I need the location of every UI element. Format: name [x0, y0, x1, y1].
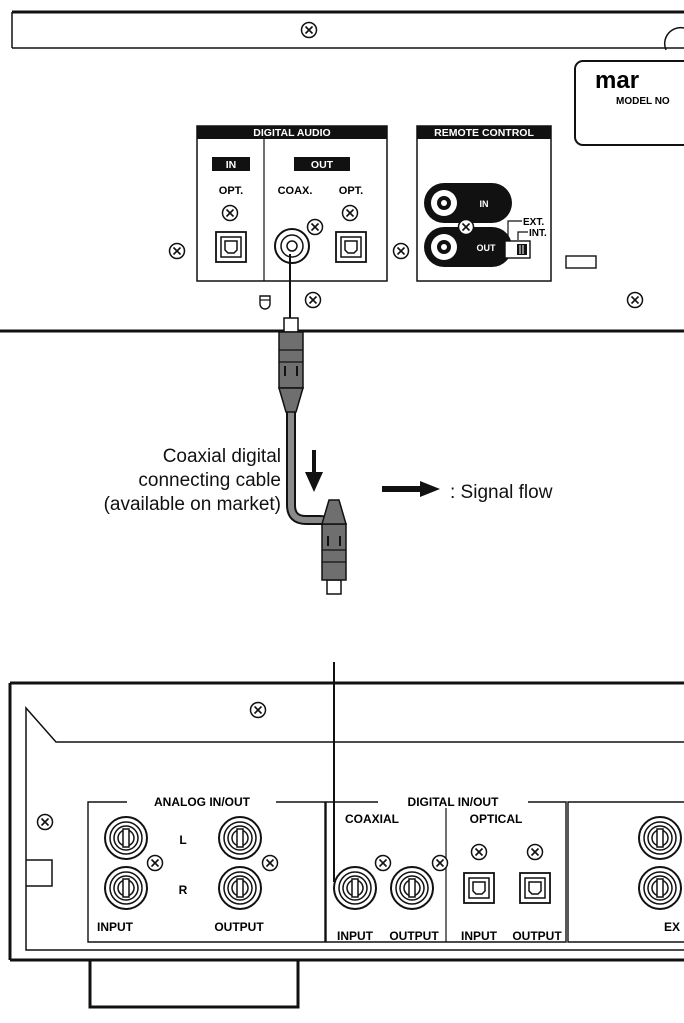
optical-input-port-icon [463, 872, 495, 904]
partial-ex-label: EX [664, 920, 680, 934]
remote-control-section: REMOTE CONTROL IN OUT EXT. INT. [416, 125, 552, 282]
optical-out-port-icon [335, 231, 367, 263]
optical-label: OPTICAL [470, 812, 523, 826]
out-opt-label: OPT. [339, 185, 363, 197]
screw-icon [431, 854, 449, 872]
brand-logo: mar [595, 67, 639, 94]
screw-icon [168, 242, 186, 260]
source-unit-panel: mar MODEL NO DIGITAL AUDIO IN OUT OPT. C… [0, 10, 684, 333]
screw-icon [146, 854, 164, 872]
cable-caption-line-2: connecting cable [138, 470, 281, 491]
cable-caption-line-3: (available on market) [104, 494, 281, 515]
ext-int-switch-icon [504, 240, 531, 259]
coax-input-jack-icon [333, 866, 377, 910]
analog-output-l-jack-icon [218, 816, 262, 860]
screw-icon [457, 218, 475, 236]
right-jack-icon [638, 866, 682, 910]
optical-output-port-icon [519, 872, 551, 904]
screw-icon [526, 843, 544, 861]
digital-out-label: OUT [311, 159, 334, 171]
screw-icon [626, 291, 644, 309]
analog-r-label: R [179, 883, 188, 897]
remote-in-label: IN [480, 199, 489, 209]
bottom-rca-plug-icon [321, 499, 347, 595]
coax-input-label: INPUT [337, 929, 374, 943]
ground-symbol-icon [259, 295, 271, 310]
cable-caption-line-1: Coaxial digital [163, 446, 281, 467]
coax-label: COAX. [278, 185, 313, 197]
ext-label: EXT. [523, 217, 544, 228]
screw-icon [221, 204, 239, 222]
coax-output-jack-icon [390, 866, 434, 910]
destination-unit-panel: ANALOG IN/OUT L R INPUT OUTPUT DIGITAL I… [8, 681, 684, 1009]
optical-input-label: INPUT [461, 929, 498, 943]
screw-icon [261, 854, 279, 872]
screw-icon [249, 701, 267, 719]
analog-input-l-jack-icon [104, 816, 148, 860]
analog-input-label: INPUT [97, 920, 134, 934]
screw-icon [392, 242, 410, 260]
screw-icon [300, 21, 318, 39]
signal-flow-arrow-icon [305, 450, 323, 492]
optical-output-label: OUTPUT [512, 929, 562, 943]
right-jack-icon [638, 816, 682, 860]
analog-l-label: L [179, 833, 186, 847]
slot-icon [565, 255, 597, 269]
analog-io-section: ANALOG IN/OUT L R INPUT OUTPUT [87, 795, 326, 943]
digital-in-label: IN [226, 159, 237, 171]
screw-icon [304, 291, 322, 309]
screw-icon [470, 843, 488, 861]
digital-io-title: DIGITAL IN/OUT [408, 795, 500, 809]
model-badge [574, 60, 684, 146]
digital-audio-title: DIGITAL AUDIO [253, 127, 330, 139]
in-opt-label: OPT. [219, 185, 243, 197]
coaxial-cable [278, 254, 347, 882]
optical-in-port-icon [215, 231, 247, 263]
coaxial-label: COAXIAL [345, 812, 399, 826]
model-number-label: MODEL NO [616, 96, 670, 107]
digital-io-section: DIGITAL IN/OUT COAXIAL OPTICAL INPUT OUT… [325, 795, 567, 943]
digital-audio-section: DIGITAL AUDIO IN OUT OPT. COAX. OPT. [196, 125, 388, 282]
int-label: INT. [529, 228, 547, 239]
analog-input-r-jack-icon [104, 866, 148, 910]
remote-control-title: REMOTE CONTROL [434, 127, 534, 139]
coax-output-label: OUTPUT [389, 929, 439, 943]
partial-right-section: EX [567, 801, 684, 943]
screw-icon [36, 813, 54, 831]
remote-out-label: OUT [477, 243, 497, 253]
unit-foot [88, 961, 300, 1009]
screw-icon [306, 218, 324, 236]
analog-output-r-jack-icon [218, 866, 262, 910]
analog-output-label: OUTPUT [214, 920, 264, 934]
analog-io-title: ANALOG IN/OUT [154, 795, 251, 809]
legend-arrow-icon [382, 481, 440, 497]
coax-out-port-icon [274, 228, 310, 264]
screw-icon [341, 204, 359, 222]
legend-signal-flow-text: : Signal flow [450, 482, 553, 503]
top-rca-plug-icon [278, 317, 304, 413]
screw-icon [374, 854, 392, 872]
